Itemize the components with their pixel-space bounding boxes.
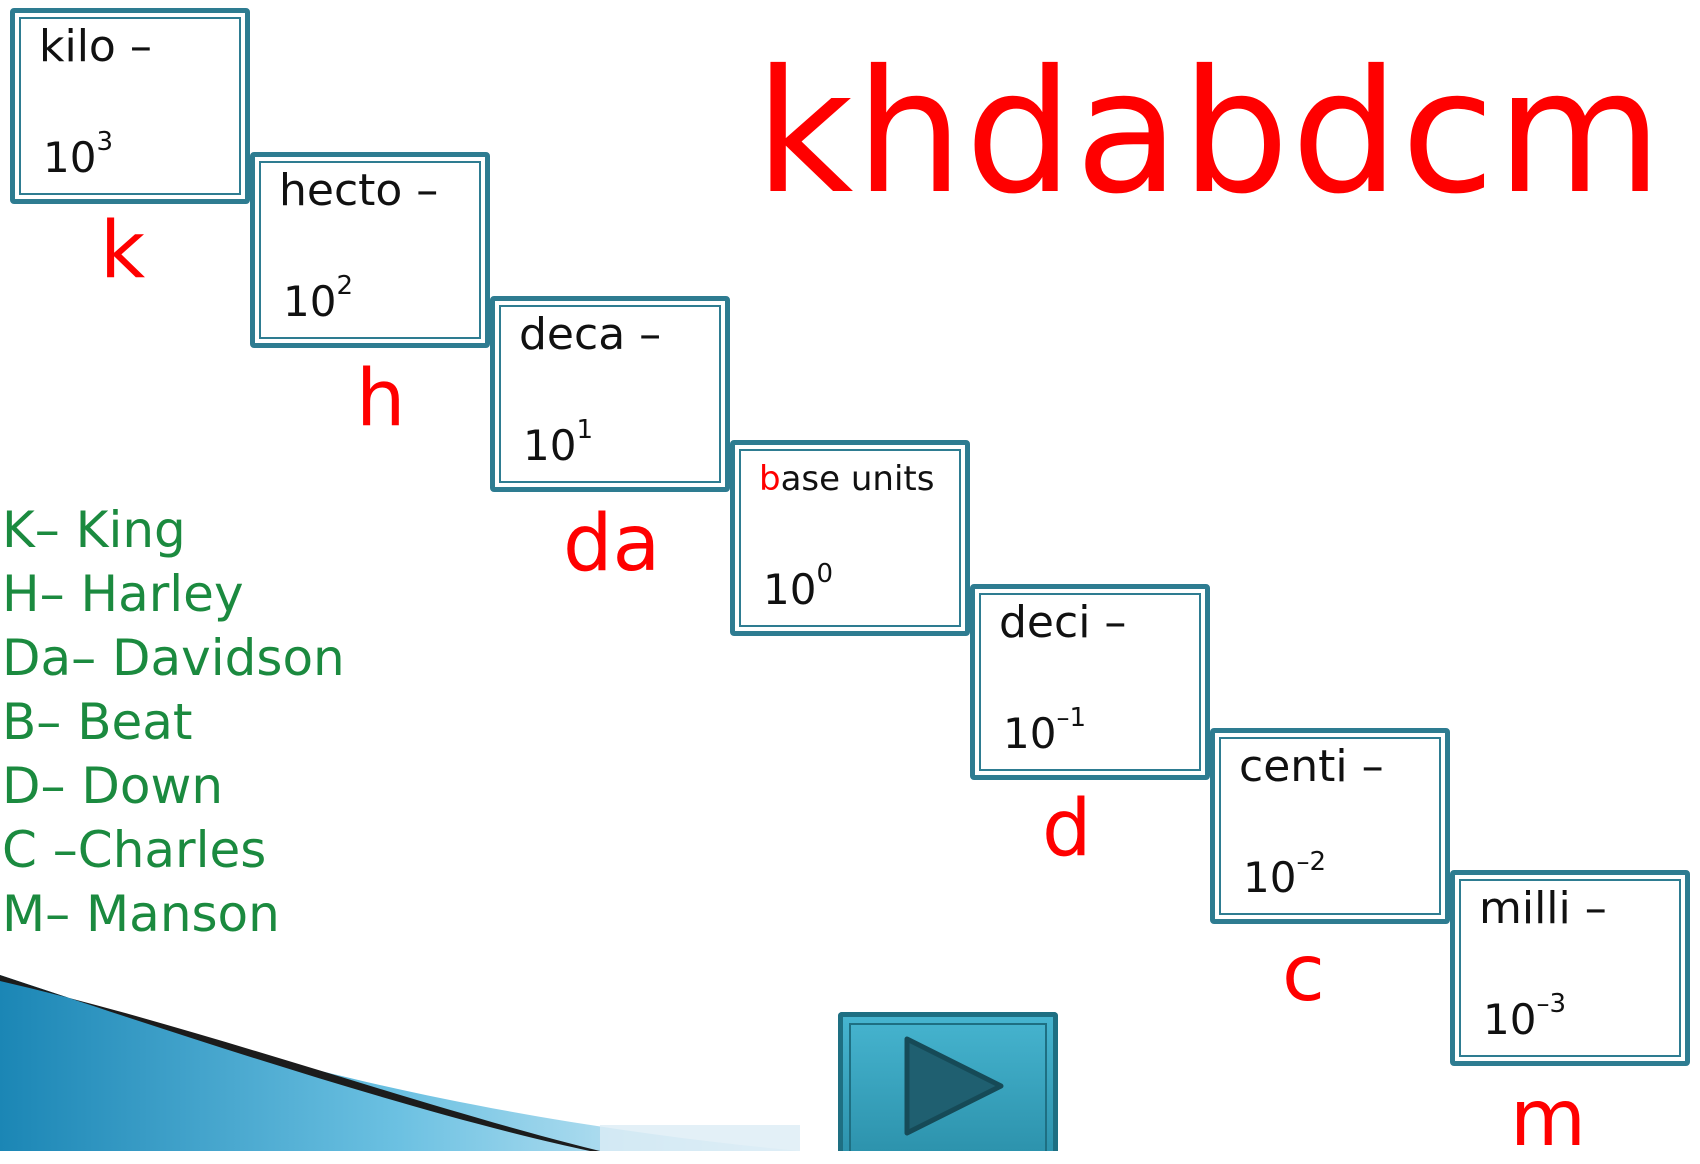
prefix-name: hecto – (279, 165, 439, 216)
prefix-name: base units (759, 459, 935, 499)
prefix-power: 10–2 (1243, 847, 1326, 902)
prefix-box-kilo: kilo – 103 (10, 8, 250, 204)
prefix-box-milli: milli – 10–3 (1450, 870, 1690, 1066)
prefix-name: deci – (999, 597, 1127, 648)
prefix-box-deca: deca – 101 (490, 296, 730, 492)
prefix-power: 101 (523, 415, 593, 470)
abbrev-k: k (100, 206, 146, 296)
next-button[interactable] (838, 1012, 1058, 1151)
mnemonic-line: C –Charles (2, 821, 267, 879)
prefix-power: 10–1 (1003, 703, 1086, 758)
mnemonic-title: khdabdcm (755, 34, 1665, 232)
decorative-swoosh (0, 975, 800, 1151)
abbrev-c: c (1282, 929, 1325, 1019)
abbrev-m: m (1510, 1074, 1586, 1164)
prefix-name: kilo – (39, 21, 152, 72)
prefix-box-deci: deci – 10–1 (970, 584, 1210, 780)
mnemonic-line: H– Harley (2, 565, 244, 623)
prefix-name: centi – (1239, 741, 1384, 792)
play-triangle-icon (904, 1036, 1004, 1136)
mnemonic-line: B– Beat (2, 693, 193, 751)
prefix-box-hecto: hecto – 102 (250, 152, 490, 348)
prefix-name: milli – (1479, 883, 1607, 934)
mnemonic-line: M– Manson (2, 885, 280, 943)
prefix-power: 103 (43, 127, 113, 182)
mnemonic-line: K– King (2, 501, 186, 559)
mnemonic-line: Da– Davidson (2, 629, 345, 687)
abbrev-d: d (1042, 784, 1092, 874)
prefix-power: 102 (283, 271, 353, 326)
mnemonic-list: K– King H– Harley Da– Davidson B– Beat D… (2, 498, 345, 946)
prefix-name: deca – (519, 309, 662, 360)
prefix-power: 10–3 (1483, 989, 1566, 1044)
prefix-power: 100 (763, 559, 833, 614)
prefix-box-base-units: base units 100 (730, 440, 970, 636)
abbrev-da: da (563, 499, 661, 589)
mnemonic-line: D– Down (2, 757, 224, 815)
prefix-box-centi: centi – 10–2 (1210, 728, 1450, 924)
abbrev-h: h (356, 354, 406, 444)
